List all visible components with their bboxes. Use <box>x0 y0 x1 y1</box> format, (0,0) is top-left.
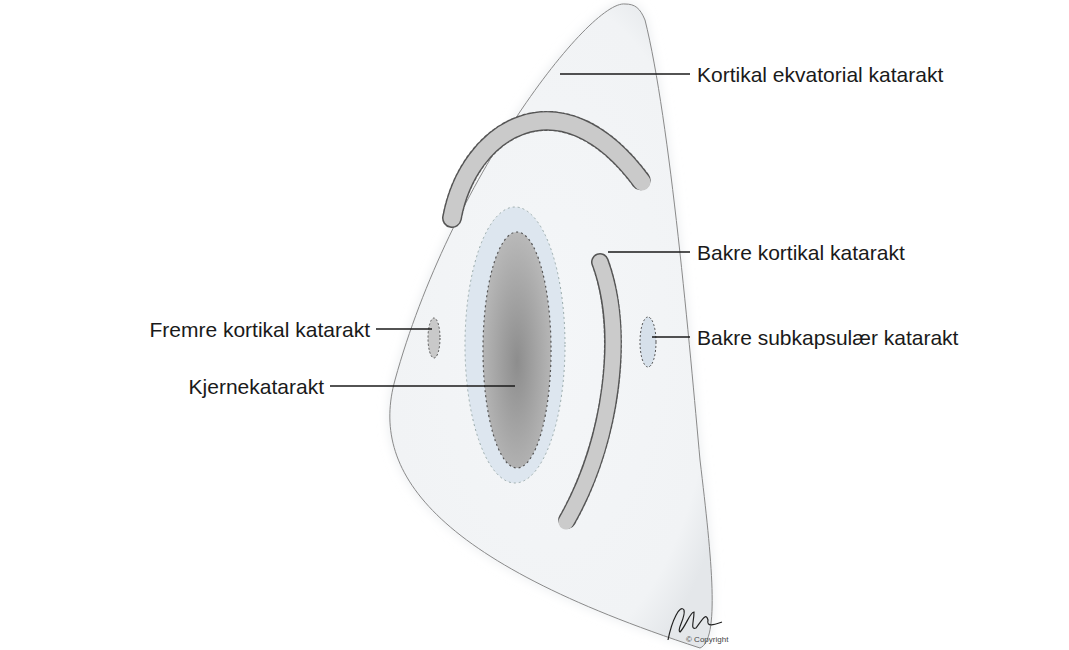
subcapsular-cataract <box>640 317 656 367</box>
part-label: Kortikal ekvatorial katarakt <box>697 64 943 85</box>
leader-lines <box>330 74 690 386</box>
cataract-edge <box>452 121 642 218</box>
leader-line <box>560 73 690 74</box>
leader-line <box>608 251 690 252</box>
nucleus-halo <box>465 207 565 483</box>
leader-line <box>330 385 515 386</box>
leader-line <box>376 328 432 329</box>
copyright-note: © Copyright <box>686 636 728 644</box>
anterior-cortical-cataract <box>428 318 440 358</box>
posterior-cortical-cataract <box>566 262 613 522</box>
lens-outline <box>390 4 712 648</box>
part-label: Bakre subkapsulær katarakt <box>697 327 958 348</box>
part-label: Bakre kortikal katarakt <box>697 242 905 263</box>
nuclear-cataract <box>483 232 551 468</box>
part-label: Fremre kortikal katarakt <box>149 319 370 340</box>
cataract-edge <box>566 262 613 522</box>
leader-line <box>652 336 690 337</box>
lens-shadow <box>390 4 712 648</box>
equatorial-cataract <box>452 121 642 218</box>
part-label: Kjernekatarakt <box>189 376 324 397</box>
